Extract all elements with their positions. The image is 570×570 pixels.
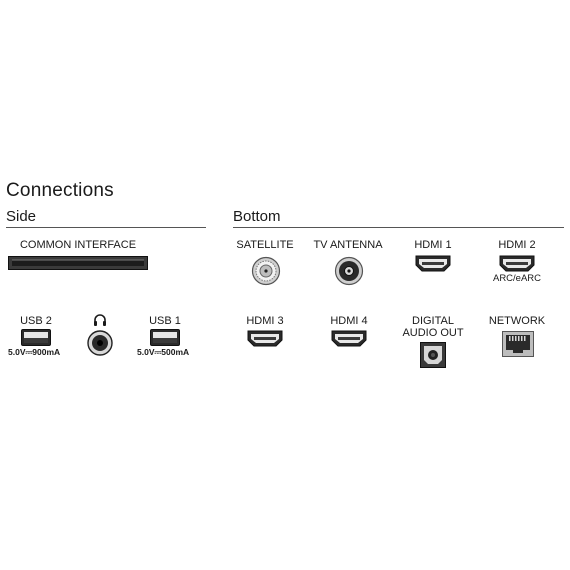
digital-audio-out-label: DIGITAL AUDIO OUT xyxy=(402,315,464,339)
usb2-label: USB 2 xyxy=(20,315,52,327)
hdmi2-arc-label: ARC/eARC xyxy=(492,273,542,284)
usb-port-icon xyxy=(150,329,180,346)
side-divider xyxy=(6,227,206,228)
network-label: NETWORK xyxy=(488,315,546,327)
hdmi-port-icon xyxy=(331,330,367,347)
section-side-heading: Side xyxy=(6,208,37,225)
section-bottom-heading: Bottom xyxy=(233,208,281,225)
satellite-label: SATELLITE xyxy=(236,239,294,251)
hdmi2-label: HDMI 2 xyxy=(498,239,536,251)
bottom-divider xyxy=(233,227,564,228)
hdmi3-label: HDMI 3 xyxy=(246,315,284,327)
hdmi-port-icon xyxy=(247,330,283,347)
headphone-icon xyxy=(93,313,107,327)
hdmi1-label: HDMI 1 xyxy=(414,239,452,251)
tv-antenna-connector-icon xyxy=(334,256,364,286)
hdmi-port-icon xyxy=(499,255,535,272)
ethernet-port-icon xyxy=(502,331,534,357)
optical-audio-port-icon xyxy=(420,342,446,368)
tv-antenna-label: TV ANTENNA xyxy=(313,239,383,251)
usb1-rating: 5.0V⎓500mA xyxy=(137,347,190,357)
usb1-label: USB 1 xyxy=(149,315,181,327)
usb2-rating: 5.0V⎓900mA xyxy=(8,347,61,357)
page-title: Connections xyxy=(6,180,114,201)
satellite-connector-icon xyxy=(251,256,281,286)
common-interface-slot-icon xyxy=(8,256,148,270)
headphone-jack-icon xyxy=(87,330,113,356)
common-interface-label: COMMON INTERFACE xyxy=(19,239,137,251)
hdmi-port-icon xyxy=(415,255,451,272)
usb-port-icon xyxy=(21,329,51,346)
hdmi4-label: HDMI 4 xyxy=(330,315,368,327)
